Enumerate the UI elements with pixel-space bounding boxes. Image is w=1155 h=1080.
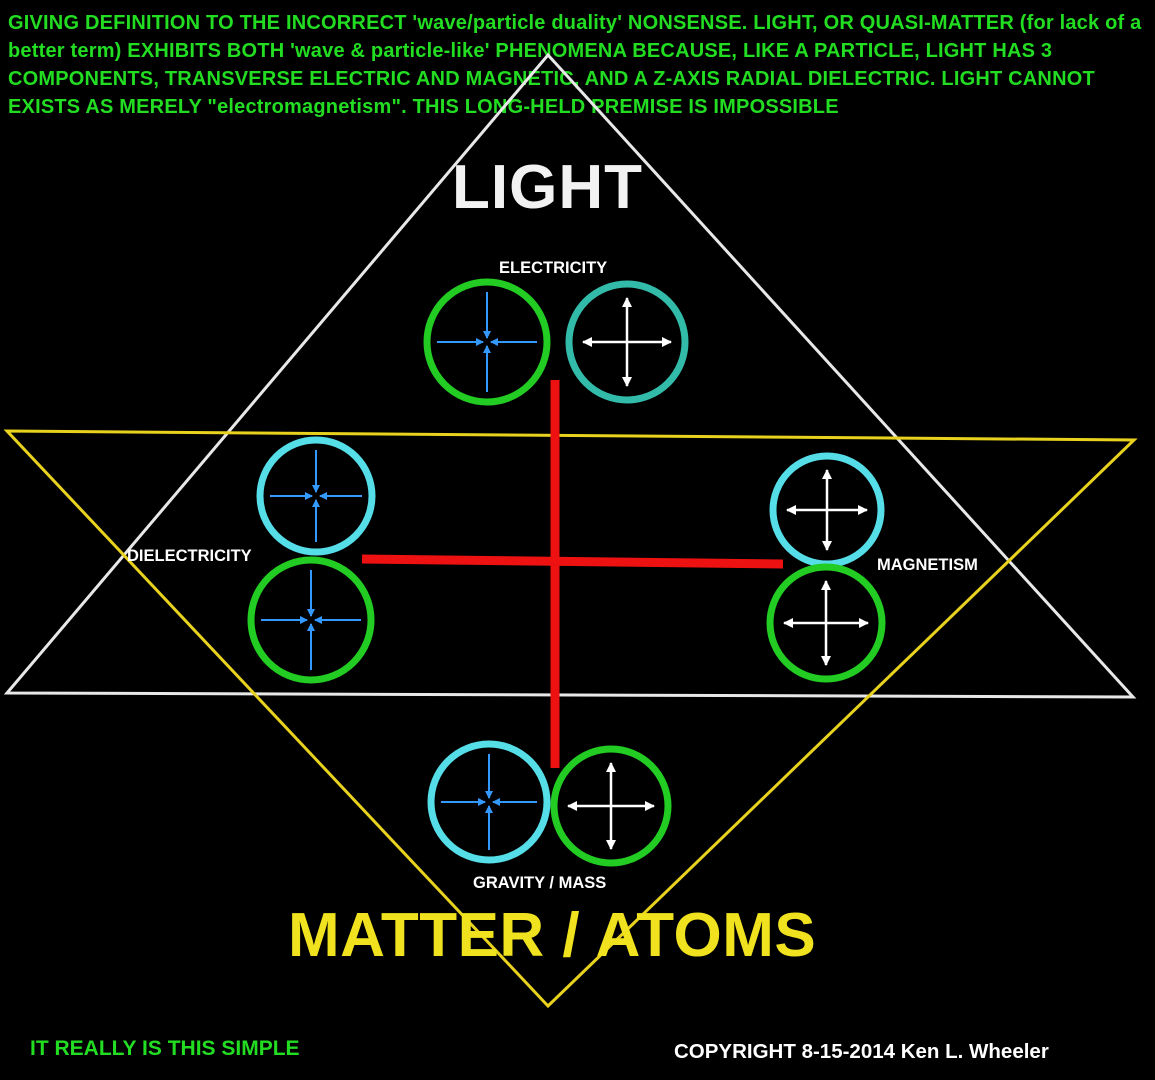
footer-slogan: IT REALLY IS THIS SIMPLE bbox=[30, 1037, 300, 1060]
header-text: GIVING DEFINITION TO THE INCORRECT 'wave… bbox=[8, 12, 1142, 118]
matter-atoms-title: MATTER / ATOMS bbox=[288, 901, 817, 970]
dielectricity-upper-circle bbox=[256, 436, 376, 556]
electricity-outward-circle bbox=[565, 280, 689, 404]
dielectricity-label: DIELECTRICITY bbox=[127, 547, 252, 565]
red-cross-horizontal bbox=[361, 554, 784, 569]
magnetism-lower-circle bbox=[766, 563, 886, 683]
white-triangle bbox=[3, 52, 1137, 699]
magnetism-label: MAGNETISM bbox=[877, 556, 978, 574]
gravity-outward-circle bbox=[550, 745, 672, 867]
light-title: LIGHT bbox=[452, 153, 643, 222]
gravity-mass-label: GRAVITY / MASS bbox=[473, 874, 607, 892]
dielectricity-lower-circle bbox=[247, 556, 375, 684]
yellow-triangle bbox=[3, 429, 1138, 1009]
copyright-text: COPYRIGHT 8-15-2014 Ken L. Wheeler bbox=[674, 1040, 1049, 1063]
magnetism-upper-circle bbox=[769, 452, 885, 568]
gravity-inward-circle bbox=[427, 740, 551, 864]
electricity-inward-circle bbox=[423, 278, 551, 406]
electricity-label: ELECTRICITY bbox=[499, 259, 608, 277]
